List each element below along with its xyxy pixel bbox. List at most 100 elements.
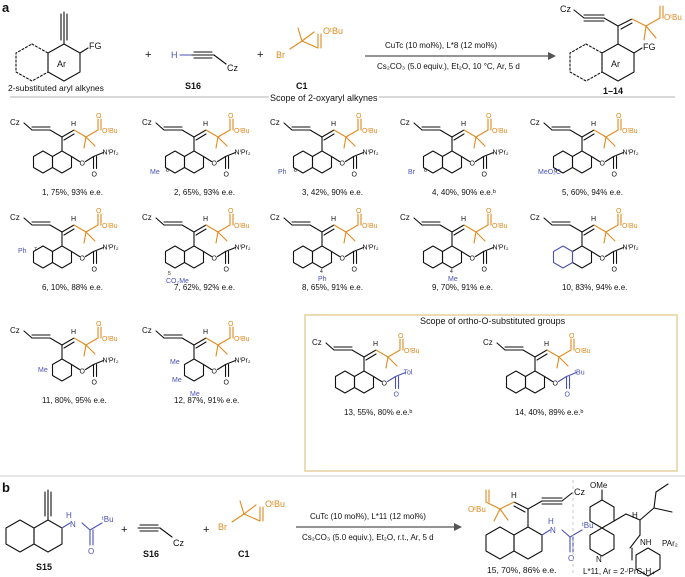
naphthyl-ring-3 — [292, 150, 314, 174]
bond — [593, 224, 607, 233]
bond — [283, 217, 293, 226]
bond — [92, 151, 105, 158]
bond — [612, 151, 625, 158]
bond — [590, 250, 601, 258]
o-label: O — [80, 161, 86, 168]
bond — [325, 342, 335, 351]
bond — [63, 341, 75, 349]
naphthyl-ring-8 — [292, 245, 314, 269]
product-fg: FG — [643, 42, 656, 52]
bond — [205, 129, 219, 138]
obu-label: OᵗBu — [622, 223, 638, 230]
h-label: H — [544, 341, 549, 348]
aryl-ring-7 — [183, 245, 205, 269]
bond — [569, 224, 583, 233]
bond — [605, 136, 616, 147]
bond — [333, 129, 347, 138]
s16-structure: H — [171, 50, 227, 65]
bond — [605, 129, 619, 138]
bond — [352, 246, 365, 253]
o-label: O — [600, 256, 606, 263]
obu-label: OᵗBu — [575, 348, 591, 355]
me-label: Me — [190, 391, 200, 398]
bond — [583, 133, 595, 141]
npr2-label: NⁱPr₂ — [235, 244, 251, 252]
bond — [546, 349, 560, 358]
bond — [605, 224, 619, 233]
o-label: O — [224, 380, 230, 387]
aryl-ring-12 — [183, 358, 205, 382]
bond — [217, 231, 228, 242]
bond — [343, 231, 347, 244]
bond — [70, 250, 81, 258]
ortho-scope-box — [304, 314, 678, 472]
cz-label: Cz — [400, 213, 410, 222]
c1b-br: Br — [218, 522, 227, 532]
bond — [217, 344, 228, 355]
aryl-ring-11 — [51, 358, 73, 382]
s15-n: N — [70, 520, 76, 529]
position-number: 4 — [320, 269, 323, 275]
naphthyl-ring-9 — [422, 245, 444, 269]
h-label: H — [71, 329, 76, 336]
bond — [63, 228, 75, 236]
cz-label: Cz — [142, 213, 152, 222]
cz-label: Cz — [10, 213, 20, 222]
obu-label: OᵗBu — [362, 128, 378, 135]
bond — [439, 224, 453, 233]
h-label: H — [591, 216, 596, 223]
o-label: O — [382, 381, 388, 388]
cz-label: Cz — [10, 118, 20, 127]
bond — [333, 224, 347, 233]
aryl-ring-6 — [51, 245, 73, 269]
o-label: O — [96, 208, 102, 215]
bond — [193, 224, 207, 233]
fg-label: FG — [89, 41, 102, 51]
npr2-label: NⁱPr₂ — [103, 357, 119, 365]
c1-obu: OᵗBu — [323, 26, 343, 36]
o-label: O — [80, 369, 86, 376]
bond — [321, 129, 335, 138]
bond — [216, 155, 227, 163]
bond — [605, 231, 616, 242]
bond — [85, 224, 99, 233]
tbu-label: ᵗBu — [575, 370, 585, 377]
o-label: O — [569, 333, 575, 340]
bond — [85, 129, 99, 138]
s16b-structure — [137, 524, 173, 538]
bond — [202, 155, 213, 163]
h-label: H — [461, 121, 466, 128]
bond — [193, 129, 207, 138]
o-label: O — [600, 161, 606, 168]
ligand-n: N — [596, 555, 602, 564]
bond — [330, 250, 341, 258]
c1b-label: C1 — [238, 549, 250, 559]
bond — [224, 359, 237, 366]
p15-cz: Cz — [574, 487, 585, 497]
bond — [557, 375, 568, 383]
o-label: O — [356, 208, 362, 215]
bond — [463, 129, 477, 138]
bond — [439, 129, 453, 138]
obu-label: OᵗBu — [234, 223, 250, 230]
o-label: O — [224, 267, 230, 274]
bond — [345, 136, 356, 147]
bond — [482, 246, 495, 253]
bond — [344, 155, 355, 163]
bond — [49, 224, 63, 233]
bond — [604, 155, 615, 163]
o-label: O — [470, 161, 476, 168]
obu-label: OᵗBu — [362, 223, 378, 230]
tol-label: Tol — [404, 370, 413, 377]
obu-label: OᵗBu — [404, 348, 420, 355]
position-number: 7 — [34, 247, 37, 253]
substituent-label: Me — [448, 276, 458, 283]
bond — [473, 136, 477, 149]
bond — [558, 349, 572, 358]
bond — [23, 330, 33, 339]
bond — [155, 122, 165, 131]
bond — [181, 337, 195, 346]
bond — [590, 155, 601, 163]
bond — [453, 228, 465, 236]
conditions-a-top: CuTc (10 mol%), L*8 (12 mol%) — [385, 41, 497, 50]
